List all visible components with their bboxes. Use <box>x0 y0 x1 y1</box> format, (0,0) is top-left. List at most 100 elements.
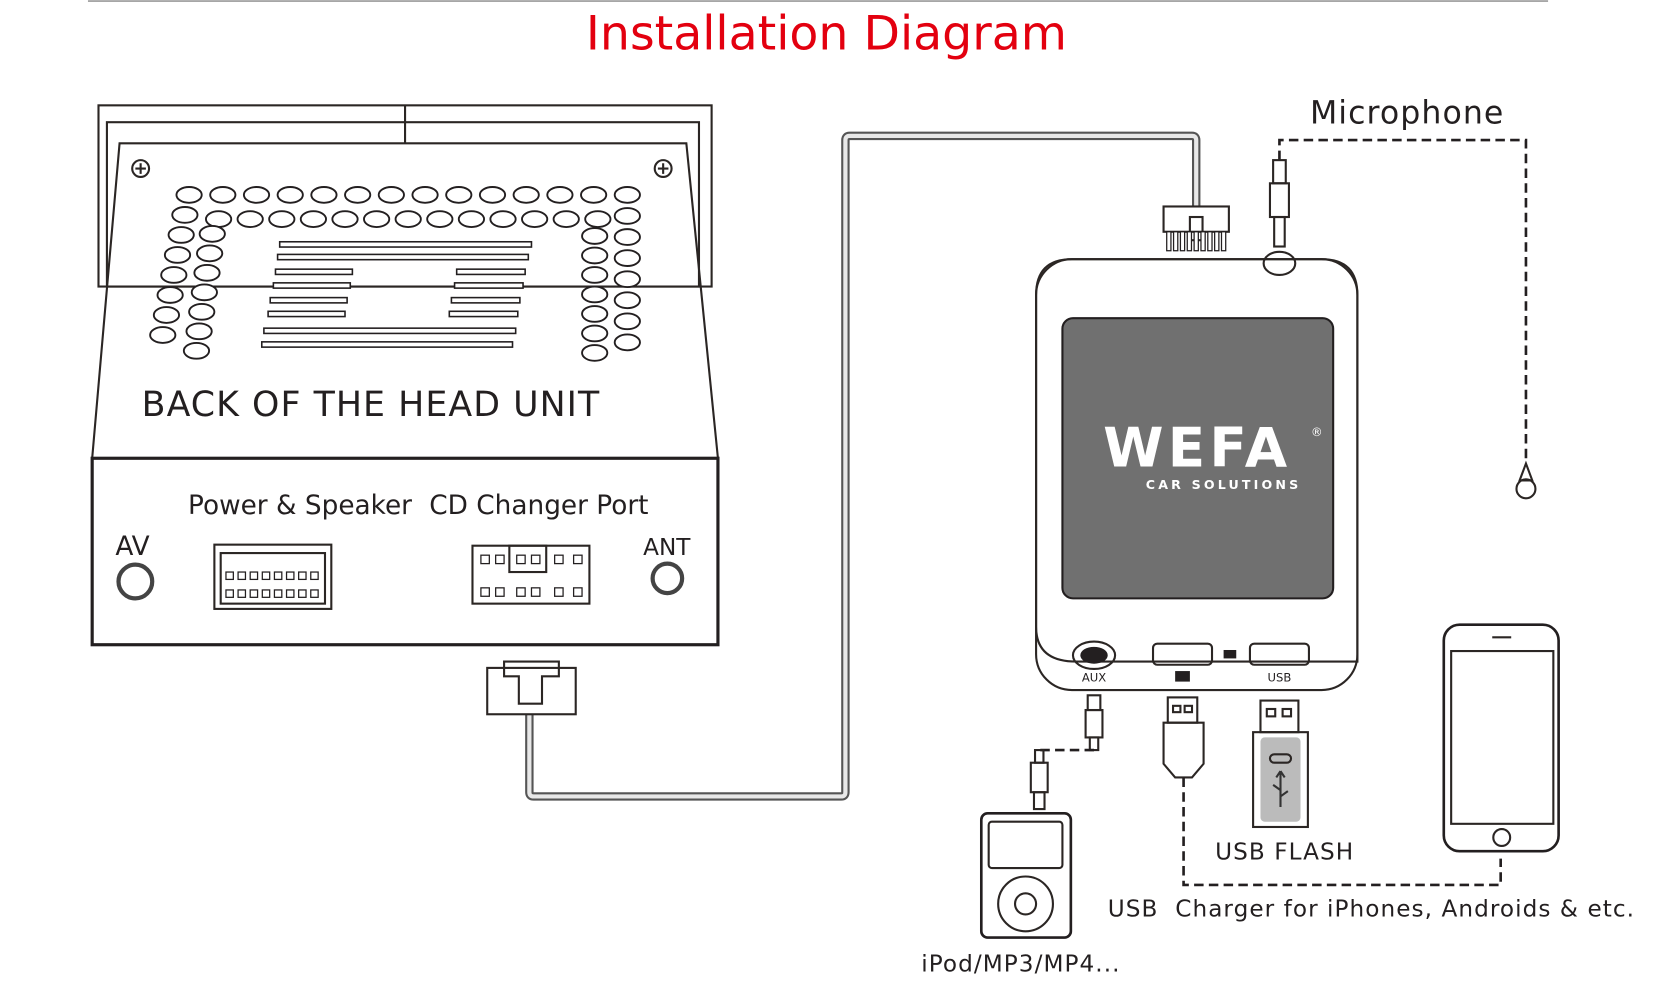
vent-oval <box>581 305 609 323</box>
harness-pin <box>1186 231 1193 252</box>
vent-oval <box>580 186 608 204</box>
head-unit: BACK OF THE HEAD UNIT AV Power & Speaker… <box>90 104 720 647</box>
vent-oval <box>209 186 237 204</box>
vent-oval <box>552 210 580 228</box>
vent-bar <box>267 310 346 318</box>
connector-pin <box>225 589 234 598</box>
connector-pin <box>572 554 583 565</box>
connector-pin <box>249 589 259 598</box>
screw-icon <box>131 159 151 179</box>
vent-bar <box>269 296 348 304</box>
usb-charger-label: USB Charger for iPhones, Androids & etc. <box>1108 896 1635 923</box>
connector-pin <box>249 571 259 581</box>
connector-pin <box>237 589 247 598</box>
power-speaker-connector <box>213 543 333 610</box>
ant-port <box>650 561 685 596</box>
connector-pin <box>572 587 583 597</box>
connector-pin <box>225 571 234 581</box>
vent-oval <box>581 266 609 284</box>
connector-pin <box>285 589 295 598</box>
av-label: AV <box>115 532 149 562</box>
vent-oval <box>198 225 226 243</box>
vent-oval <box>426 210 454 228</box>
vent-bar <box>450 296 521 304</box>
connector-pin <box>273 589 283 598</box>
vent-oval <box>171 206 199 224</box>
vent-oval <box>160 266 188 284</box>
vent-oval <box>489 210 517 228</box>
vent-oval <box>205 210 233 228</box>
usb-port-label: USB <box>1268 671 1292 685</box>
vent-oval <box>163 246 192 264</box>
vent-oval <box>188 302 216 321</box>
usb-flash-label: USB FLASH <box>1215 839 1354 866</box>
vent-oval <box>156 286 184 304</box>
connector-pin <box>530 587 541 597</box>
vent-oval <box>299 210 327 228</box>
vent-oval <box>344 186 372 204</box>
vent-oval <box>613 249 641 267</box>
ipod-label: iPod/MP3/MP4... <box>921 950 1120 977</box>
vent-oval <box>457 210 486 228</box>
connector-pin <box>310 571 319 581</box>
connector-pin <box>516 554 526 565</box>
vent-oval <box>584 210 612 228</box>
vent-oval <box>310 186 338 204</box>
vent-oval <box>581 324 609 343</box>
brand-registered: ® <box>1311 425 1323 439</box>
vent-oval <box>411 186 439 204</box>
connector-pin <box>530 554 541 565</box>
head-unit-label: BACK OF THE HEAD UNIT <box>142 385 601 425</box>
harness-pin <box>1193 231 1199 252</box>
vent-oval <box>581 344 609 362</box>
vent-oval <box>613 312 641 331</box>
harness-pin <box>1207 231 1213 252</box>
vent-oval <box>394 210 422 228</box>
vent-bar <box>260 341 514 348</box>
connector-pin <box>480 554 490 565</box>
device-screen <box>1061 317 1335 600</box>
aux-plug-icon <box>1084 694 1104 752</box>
cd-changer-cable <box>486 131 1230 801</box>
connector-pin <box>310 589 319 598</box>
vent-oval <box>363 210 391 228</box>
ant-label: ANT <box>643 534 691 561</box>
vent-oval <box>512 186 540 204</box>
vent-oval <box>613 333 641 352</box>
vent-oval <box>478 186 507 204</box>
vent-bar <box>263 327 517 335</box>
vent-bar <box>276 253 530 261</box>
led-indicator <box>1223 649 1237 659</box>
connector-pin <box>261 571 271 581</box>
cd-changer-connector <box>471 544 591 605</box>
harness-pin <box>1214 231 1220 252</box>
vent-bar <box>278 240 533 248</box>
wefa-interface-box: WEFA ® CAR SOLUTIONS AUX USB <box>1035 250 1359 692</box>
smartphone-icon <box>1442 623 1560 853</box>
vent-oval <box>331 210 359 228</box>
ipod-icon <box>979 811 1073 939</box>
connector-pin <box>237 571 247 581</box>
connector-pin <box>480 587 490 597</box>
vent-oval <box>175 186 203 204</box>
vent-oval <box>268 210 296 228</box>
vent-oval <box>236 210 264 228</box>
connector-pin <box>495 554 505 565</box>
connector-pin <box>554 587 564 597</box>
vent-oval <box>276 186 304 204</box>
cd-changer-label: CD Changer Port <box>429 491 648 521</box>
vent-oval <box>546 186 574 204</box>
vent-oval <box>613 207 641 225</box>
vent-oval <box>149 326 177 344</box>
aux-plug-icon <box>1029 749 1049 811</box>
mic-plug-icon <box>1268 159 1290 248</box>
connector-pin <box>298 571 307 581</box>
power-speaker-label: Power & Speaker <box>188 491 412 521</box>
vent-bar <box>455 268 526 276</box>
vent-oval <box>167 226 195 244</box>
brand-logo: WEFA <box>1103 416 1291 480</box>
vent-oval <box>196 244 224 263</box>
brand-tagline: CAR SOLUTIONS <box>1146 477 1302 492</box>
vent-oval <box>182 341 211 360</box>
connector-pin <box>516 587 526 597</box>
